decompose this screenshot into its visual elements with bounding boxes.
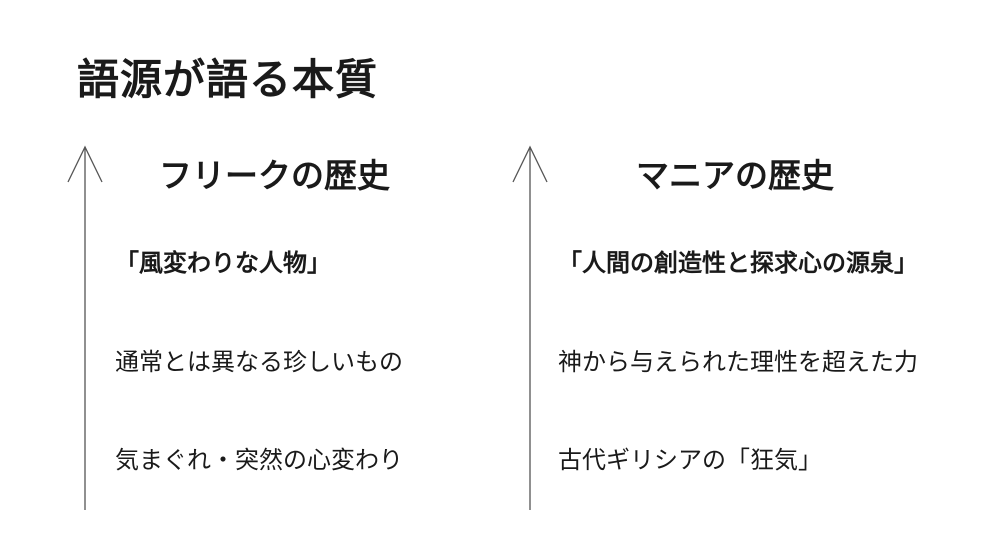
mania-history-column: マニアの歴史 「人間の創造性と探求心の源泉」 神から与えられた理性を超えた力 古… — [512, 145, 952, 515]
column-subtitle: 「風変わりな人物」 — [115, 249, 331, 277]
column-heading: フリークの歴史 — [159, 156, 390, 195]
freak-history-column: フリークの歴史 「風変わりな人物」 通常とは異なる珍しいもの 気まぐれ・突然の心… — [67, 145, 507, 515]
column-subtitle: 「人間の創造性と探求心の源泉」 — [558, 249, 918, 277]
list-item: 古代ギリシアの「狂気」 — [558, 446, 822, 474]
up-arrow-icon — [512, 145, 548, 510]
list-item: 神から与えられた理性を超えた力 — [558, 348, 918, 376]
page-title: 語源が語る本質 — [77, 55, 379, 104]
column-heading: マニアの歴史 — [636, 156, 834, 195]
list-item: 気まぐれ・突然の心変わり — [115, 446, 403, 474]
list-item: 通常とは異なる珍しいもの — [115, 348, 403, 376]
up-arrow-icon — [67, 145, 103, 510]
